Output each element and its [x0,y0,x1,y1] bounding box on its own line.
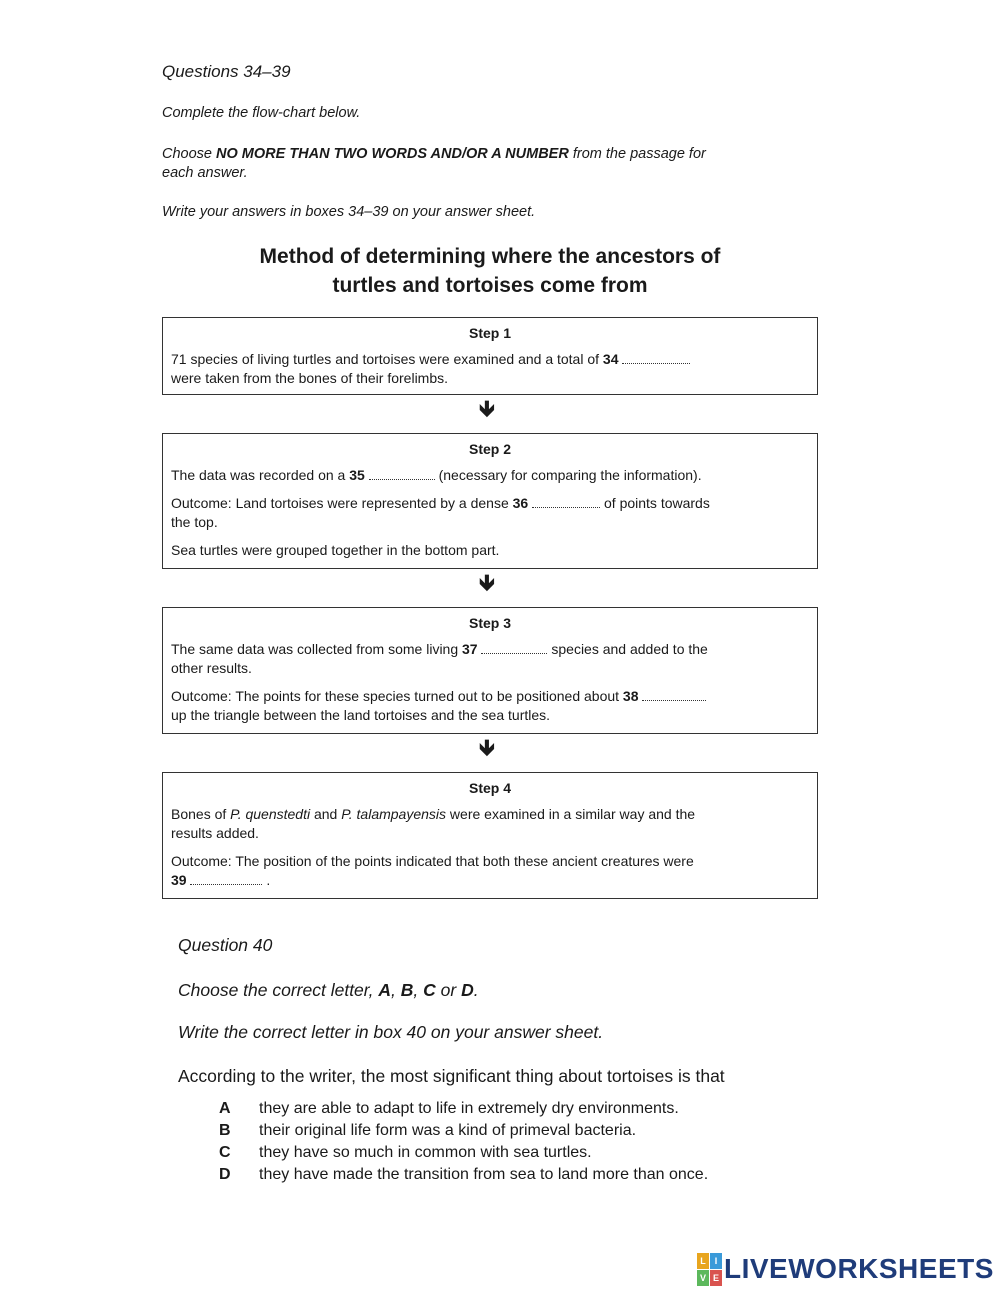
liveworksheets-logo-icon: L I V E [697,1253,722,1286]
answer-blank-34[interactable] [622,351,691,364]
question-40-stem: According to the writer, the most signif… [178,1066,725,1086]
answer-blank-38[interactable] [642,688,707,701]
question-number: 39 [171,872,187,888]
option-text: they have so much in common with sea tur… [259,1144,592,1161]
answer-blank-39[interactable] [190,872,263,885]
step-title: Step 4 [468,780,511,796]
option-letter: C [219,1144,231,1161]
question-number: 37 [462,641,478,657]
answer-blank-36[interactable] [532,495,601,508]
question-number: 35 [349,467,365,483]
option-letter: D [219,1166,231,1183]
liveworksheets-logo-text: LIVEWORKSHEETS [724,1253,994,1284]
instruction-answer-boxes: Write your answers in boxes 34–39 on you… [162,204,536,220]
step-title: Step 3 [468,615,511,631]
step-2-text-3: Sea turtles were grouped together in the… [171,542,500,558]
word-limit-emphasis: NO MORE THAN TWO WORDS AND/OR A NUMBER [216,146,569,162]
down-arrow-icon: 🡻 [479,570,495,595]
step-3-text-1: The same data was collected from some li… [171,641,708,676]
down-arrow-icon: 🡻 [479,396,495,421]
step-3-text-2: Outcome: The points for these species tu… [171,687,809,725]
question-40-heading: Question 40 [178,935,273,955]
step-1-box: Step 1 71 species of living turtles and … [162,317,818,395]
step-4-text-1: Bones of P. quenstedti and P. talampayen… [171,806,696,841]
answer-blank-35[interactable] [368,467,435,480]
option-text: their original life form was a kind of p… [259,1122,637,1139]
down-arrow-icon: 🡻 [479,735,495,760]
step-2-text-2: Outcome: Land tortoises were represented… [171,495,710,530]
step-3-box: Step 3 The same data was collected from … [162,607,818,734]
step-2-text-1: The data was recorded on a 35 (necessary… [171,467,702,483]
question-number: 36 [512,495,529,511]
instruction-word-limit: Choose NO MORE THAN TWO WORDS AND/OR A N… [162,146,706,181]
step-4-box: Step 4 Bones of P. quenstedti and P. tal… [162,772,818,899]
option-letter: A [219,1100,231,1117]
option-letter: B [219,1122,231,1139]
step-4-text-2: Outcome: The position of the points indi… [171,853,694,888]
question-number: 34 [602,351,619,367]
questions-heading: Questions 34–39 [162,62,291,81]
step-title: Step 1 [468,325,511,341]
liveworksheets-logo: L I V E LIVEWORKSHEETS [697,1252,994,1286]
option-text: they have made the transition from sea t… [259,1166,709,1183]
step-2-box: Step 2 The data was recorded on a 35 (ne… [162,433,818,569]
flowchart-title: Method of determining where the ancestor… [259,245,721,297]
instruction-complete: Complete the flow-chart below. [162,105,361,121]
option-text: they are able to adapt to life in extrem… [259,1100,679,1117]
question-40-instruction-2: Write the correct letter in box 40 on yo… [178,1022,604,1042]
question-number: 38 [622,688,639,704]
answer-blank-37[interactable] [481,641,548,654]
step-1-text: 71 species of living turtles and tortois… [171,350,809,388]
step-title: Step 2 [468,441,511,457]
question-40-instruction: Choose the correct letter, A, B, C or D. [178,980,479,1000]
